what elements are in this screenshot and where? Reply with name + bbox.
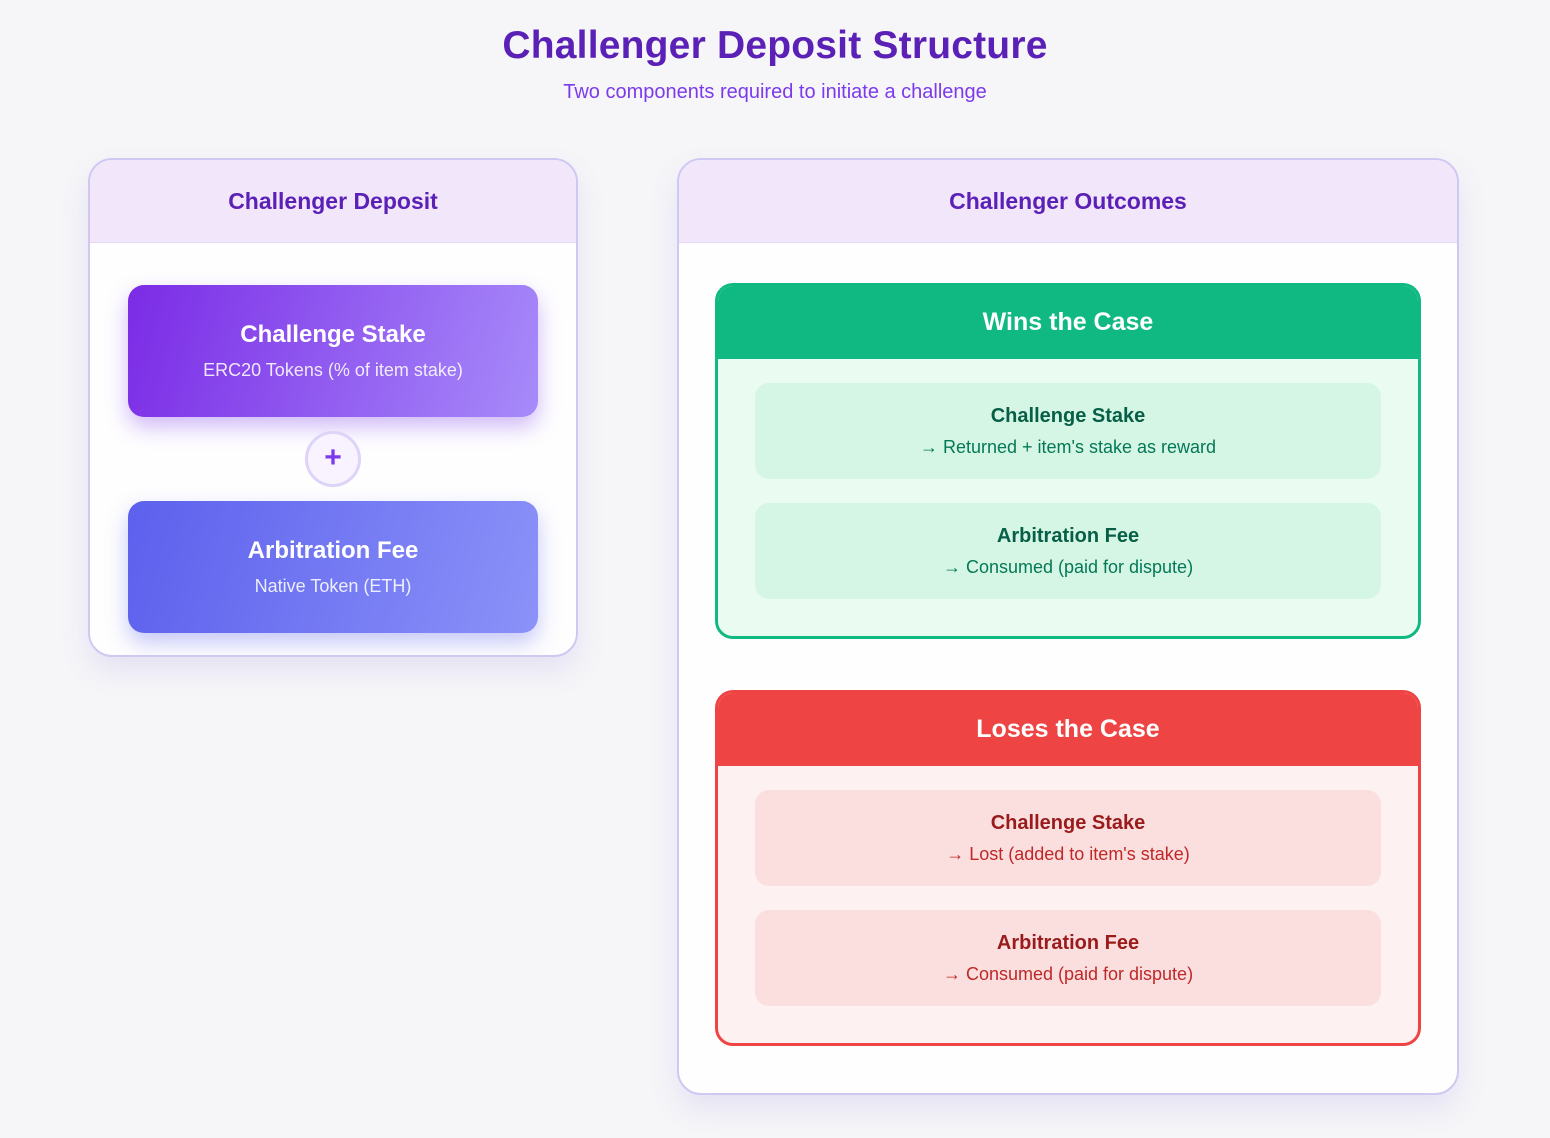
plus-icon: +	[305, 431, 361, 487]
outcome-loses-block: Loses the Case Challenge Stake → Lost (a…	[715, 690, 1421, 1046]
outcome-item-title: Arbitration Fee	[996, 932, 1140, 954]
outcome-wins-block: Wins the Case Challenge Stake → Returned…	[715, 283, 1421, 639]
deposit-card-body: Challenge Stake ERC20 Tokens (% of item …	[90, 243, 576, 655]
challenge-stake-detail: ERC20 Tokens (% of item stake)	[203, 360, 463, 380]
outcomes-card-body: Wins the Case Challenge Stake → Returned…	[679, 243, 1457, 1093]
outcome-item-lose-arbitration-fee: Arbitration Fee → Consumed (paid for dis…	[755, 910, 1381, 1006]
outcome-wins-body: Challenge Stake → Returned + item's stak…	[718, 359, 1418, 636]
outcome-wins-header: Wins the Case	[718, 286, 1418, 359]
arbitration-fee-title: Arbitration Fee	[247, 537, 419, 564]
outcome-item-result: → Consumed (paid for dispute)	[942, 964, 1194, 984]
challenge-stake-box: Challenge Stake ERC20 Tokens (% of item …	[128, 285, 538, 417]
outcome-item-title: Arbitration Fee	[996, 525, 1140, 547]
outcome-loses-body: Challenge Stake → Lost (added to item's …	[718, 766, 1418, 1043]
outcome-item-result: → Returned + item's stake as reward	[919, 437, 1217, 457]
page-title: Challenger Deposit Structure	[502, 24, 1048, 67]
outcome-item-title: Challenge Stake	[990, 812, 1146, 834]
challenger-outcomes-card: Challenger Outcomes Wins the Case Challe…	[677, 158, 1459, 1095]
page-subtitle: Two components required to initiate a ch…	[563, 81, 987, 103]
outcome-item-result: → Consumed (paid for dispute)	[942, 557, 1194, 577]
challenger-deposit-card: Challenger Deposit Challenge Stake ERC20…	[88, 158, 578, 657]
arbitration-fee-box: Arbitration Fee Native Token (ETH)	[128, 501, 538, 633]
challenge-stake-title: Challenge Stake	[240, 321, 426, 348]
outcome-item-lose-challenge-stake: Challenge Stake → Lost (added to item's …	[755, 790, 1381, 886]
outcome-item-win-arbitration-fee: Arbitration Fee → Consumed (paid for dis…	[755, 503, 1381, 599]
arbitration-fee-detail: Native Token (ETH)	[254, 576, 412, 596]
diagram-content: Challenger Deposit Challenge Stake ERC20…	[88, 158, 1550, 1095]
outcomes-card-title: Challenger Outcomes	[679, 160, 1457, 243]
outcome-item-result: → Lost (added to item's stake)	[946, 844, 1190, 864]
outcome-loses-header: Loses the Case	[718, 693, 1418, 766]
outcome-item-win-challenge-stake: Challenge Stake → Returned + item's stak…	[755, 383, 1381, 479]
outcome-item-title: Challenge Stake	[990, 405, 1146, 427]
deposit-card-title: Challenger Deposit	[90, 160, 576, 243]
